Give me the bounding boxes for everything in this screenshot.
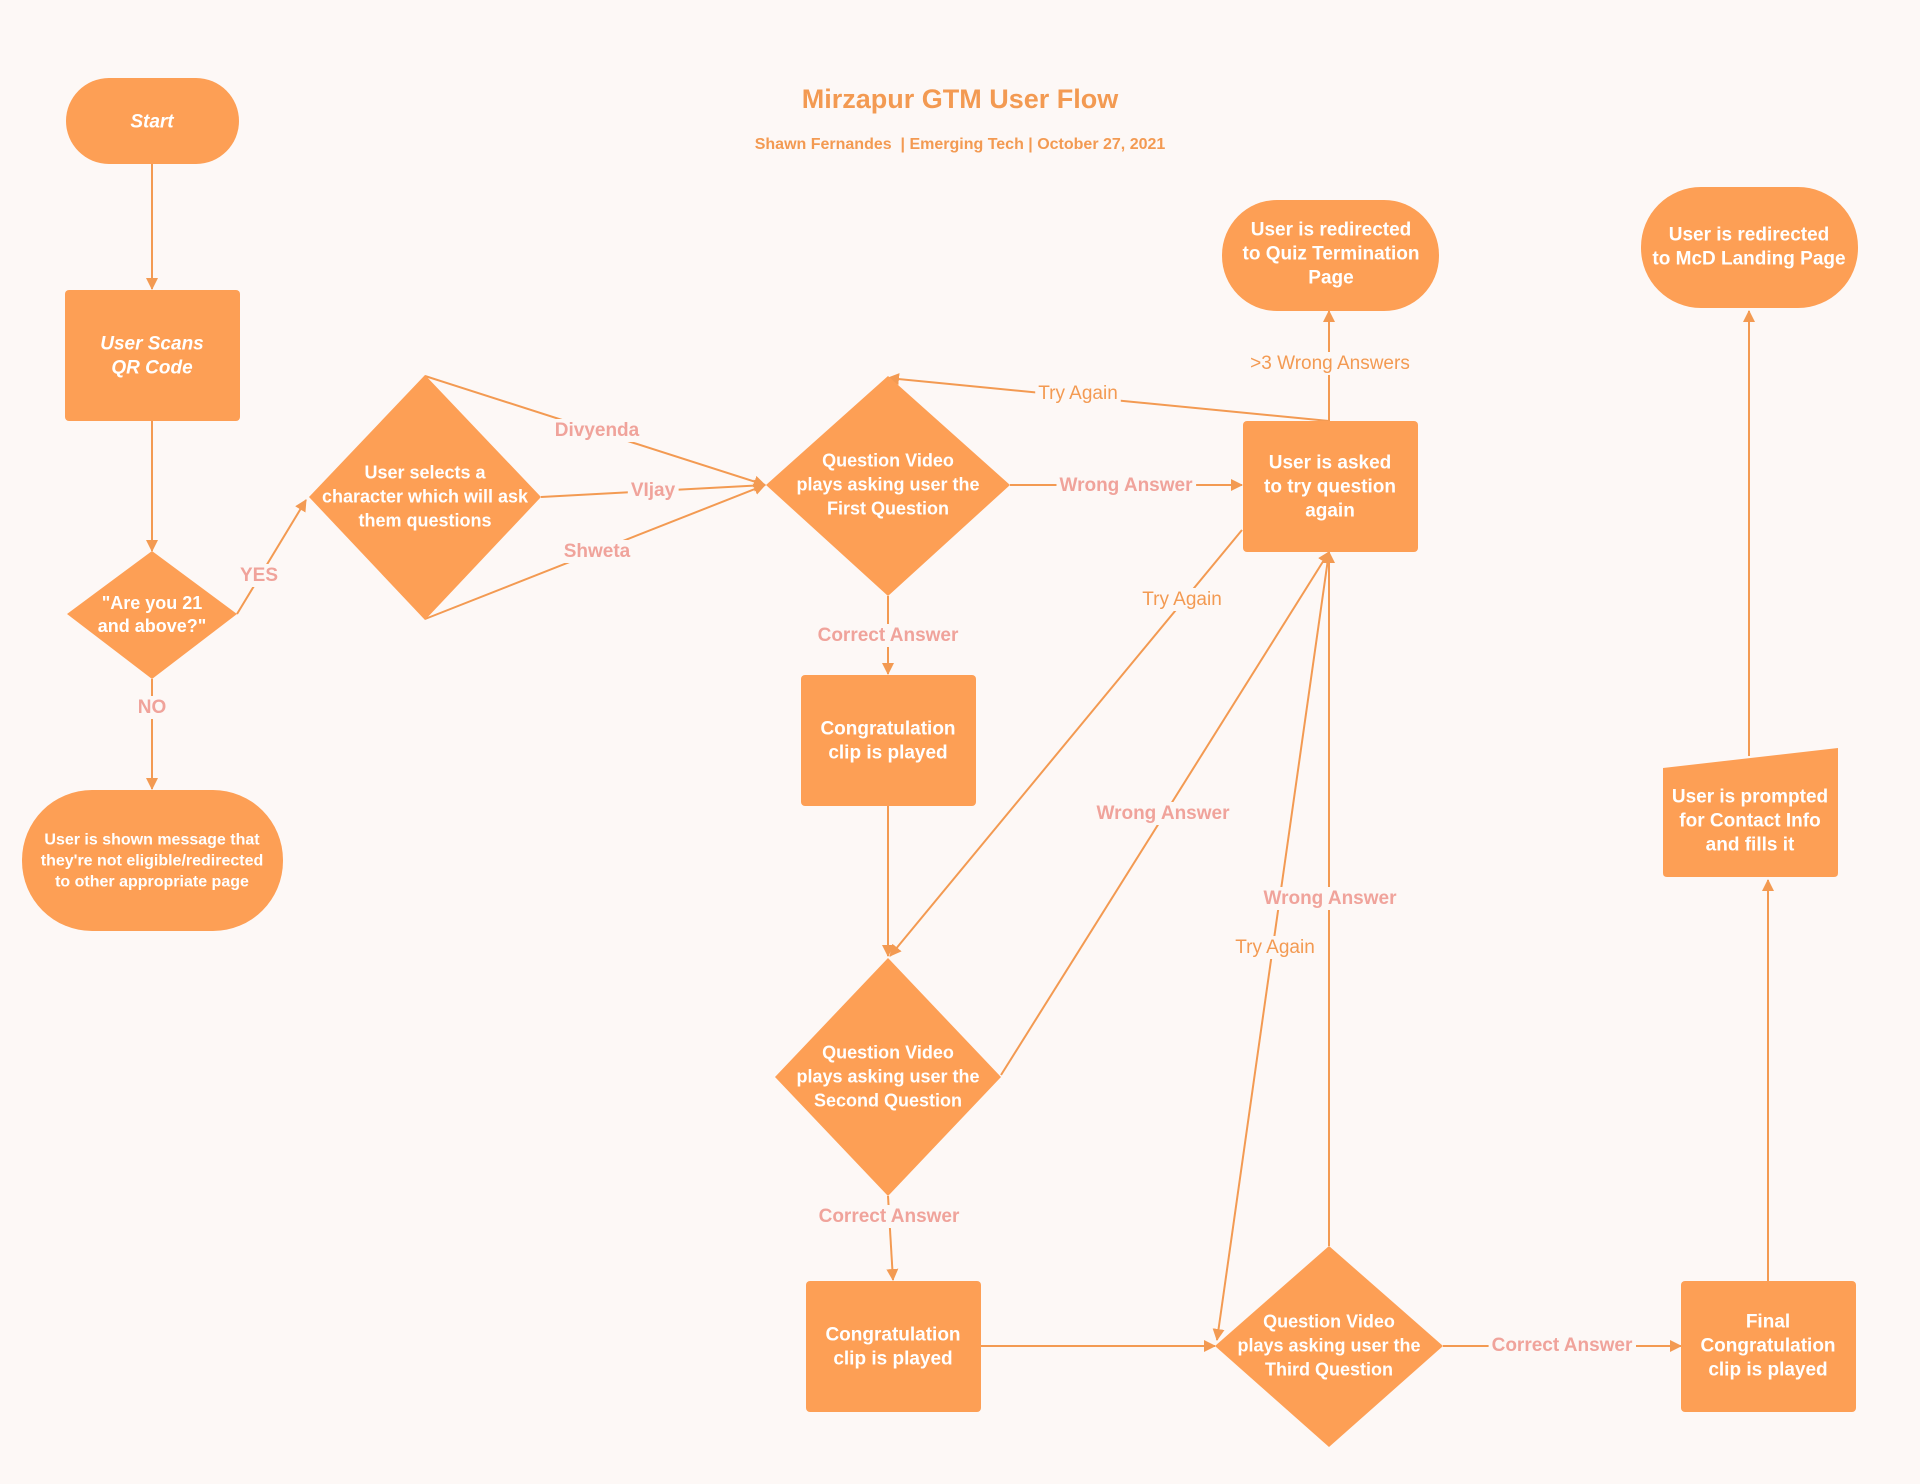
- edge-label-mask: [551, 419, 643, 442]
- edge-label-mask: [1232, 936, 1318, 959]
- edge-label-wrong-answer-q2: Wrong Answer: [1096, 803, 1230, 824]
- edge-label-correct-answer-q1: Correct Answer: [818, 625, 959, 646]
- not-eligible-terminal: [22, 790, 283, 931]
- edge-label-mask: [1093, 802, 1234, 825]
- edge-label-mask: [814, 624, 962, 647]
- scan-qr-process: [65, 290, 240, 421]
- edge-label-mask: [1260, 887, 1401, 910]
- edge-label-mask: [134, 696, 170, 719]
- edge-label-vijay: VIjay: [631, 480, 676, 501]
- edge-label-mask: [236, 564, 282, 587]
- edge-label-mask: [560, 540, 634, 563]
- edge-label-yes: YES: [240, 565, 278, 586]
- age-check-decision: [67, 551, 237, 679]
- edge-label-shweta: Shweta: [564, 541, 631, 562]
- edge-age-yes: [236, 499, 307, 615]
- edge-label-correct-answer-q2: Correct Answer: [819, 1206, 960, 1227]
- select-character-decision: [309, 375, 541, 620]
- q2-decision: [775, 958, 1001, 1196]
- start-label: Start: [130, 112, 174, 133]
- try-again-process: [1243, 421, 1418, 552]
- page-subtitle: Shawn Fernandes | Emerging Tech | Octobe…: [754, 136, 1166, 153]
- edge-label-wrong-answer-q3: Wrong Answer: [1263, 888, 1397, 909]
- q3-decision: [1215, 1246, 1443, 1447]
- congrats1-process: [801, 675, 976, 806]
- edge-label-try-again-q2: Try Again: [1142, 589, 1222, 610]
- edge-label-mask: [1488, 1334, 1636, 1357]
- edge-label-mask: [1035, 382, 1121, 405]
- edge-label-divyenda: Divyenda: [555, 420, 640, 441]
- edge-label-mask: [1056, 474, 1197, 497]
- edge-label-correct-answer-q3: Correct Answer: [1492, 1335, 1633, 1356]
- quiz-termination-terminal: [1222, 200, 1439, 311]
- congrats2-process: [806, 1281, 981, 1412]
- edge-label-wrong-answer-q1: Wrong Answer: [1059, 475, 1193, 496]
- edge-label-no: NO: [138, 697, 167, 718]
- final-congrats-process: [1681, 1281, 1856, 1412]
- edge-label-mask: [627, 479, 679, 502]
- edge-label-three-wrong: >3 Wrong Answers: [1250, 353, 1410, 374]
- edge-label-mask: [1247, 352, 1413, 375]
- edge-label-try-again-top: Try Again: [1038, 383, 1118, 404]
- edge-label-mask: [815, 1205, 963, 1228]
- edge-label-try-again-q3: Try Again: [1235, 937, 1315, 958]
- contact-info-input: [1663, 748, 1838, 877]
- page-title: Mirzapur GTM User Flow: [801, 84, 1119, 114]
- edge-label-mask: [1139, 588, 1225, 611]
- mcd-landing-terminal: [1641, 187, 1858, 308]
- start-terminal: [66, 78, 239, 164]
- q1-decision: [766, 376, 1010, 596]
